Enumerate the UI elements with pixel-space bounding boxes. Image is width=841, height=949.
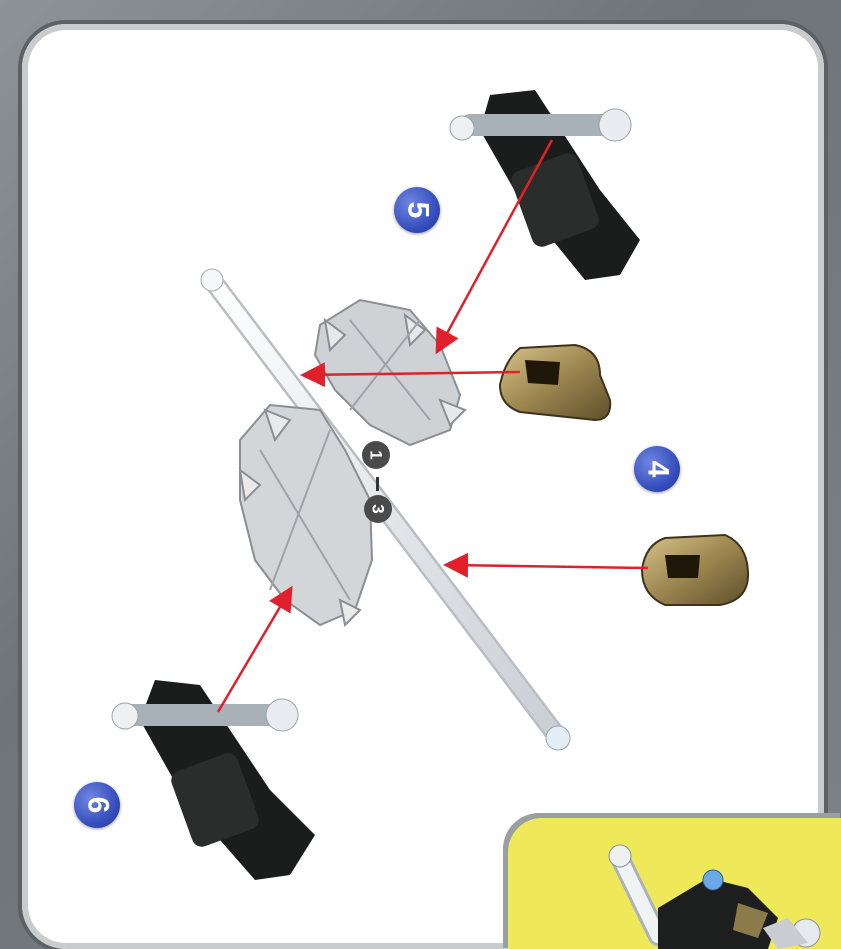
result-preview-inset bbox=[508, 818, 841, 949]
lower-gray-connector bbox=[240, 405, 372, 625]
part-range-end: 3 bbox=[364, 504, 392, 513]
step-6-badge: 6 bbox=[74, 782, 120, 828]
part-range-start-badge: 1 bbox=[362, 441, 390, 469]
part-range-start: 1 bbox=[362, 450, 390, 459]
arrow-step-5 bbox=[438, 140, 552, 350]
step-4-badge: 4 bbox=[634, 446, 680, 492]
gold-clip-lower bbox=[642, 535, 748, 605]
part-range-end-badge: 3 bbox=[364, 495, 392, 523]
top-black-connector bbox=[450, 90, 640, 280]
step-4-number: 4 bbox=[634, 461, 680, 478]
step-5-badge: 5 bbox=[394, 187, 440, 233]
step-5-number: 5 bbox=[394, 202, 440, 219]
arrow-step-6 bbox=[218, 590, 290, 712]
bottom-black-connector bbox=[112, 680, 315, 880]
result-preview-image bbox=[508, 818, 841, 949]
part-range-dash bbox=[376, 477, 379, 491]
arrow-step-4-lower bbox=[448, 565, 648, 568]
step-6-number: 6 bbox=[74, 797, 120, 814]
gold-clip-upper bbox=[500, 345, 610, 420]
